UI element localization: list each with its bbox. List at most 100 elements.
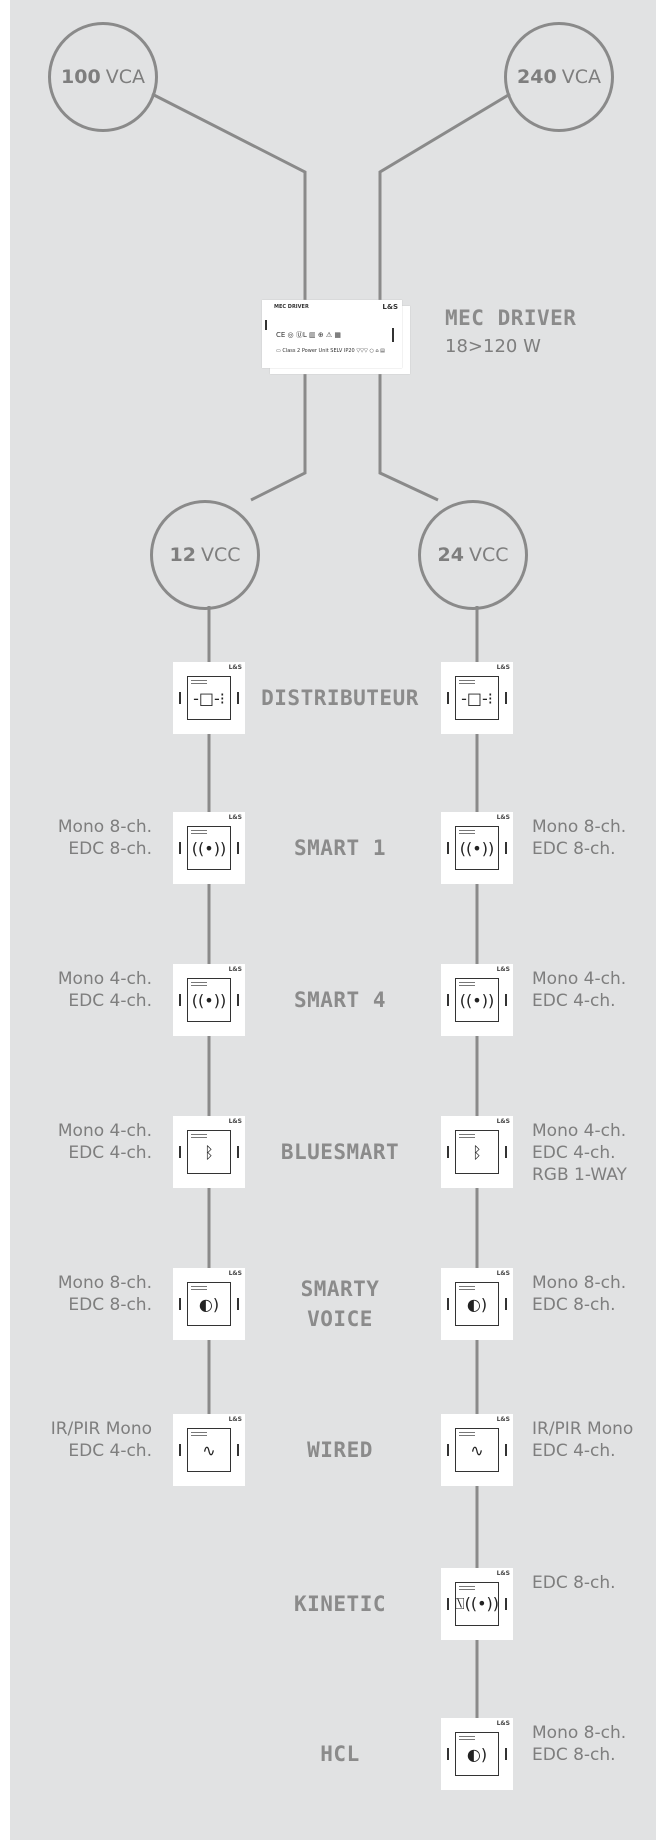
module-brand: L&S	[496, 814, 510, 821]
module-face: ((•))	[455, 978, 499, 1022]
module-desc-line: IR/PIR Mono	[50, 1419, 152, 1439]
module-pin-right	[505, 1444, 507, 1456]
module-face-text	[459, 830, 475, 831]
module-pin-right	[505, 1748, 507, 1760]
distributor-icon: -□-⁝	[461, 688, 493, 708]
input-100vca-unit: VCA	[105, 66, 145, 88]
module-name-line: WIRED	[307, 1438, 373, 1462]
module-name-line: HCL	[320, 1742, 360, 1766]
module-name-3: BLUESMART	[262, 1137, 418, 1167]
module-brand: L&S	[496, 664, 510, 671]
module-desc-right-4: Mono 8-ch.EDC 8-ch.	[532, 1272, 626, 1316]
module-pin-right	[237, 1444, 239, 1456]
module-face: -□-⁝	[187, 676, 231, 720]
module-card-right-7: L&S◐)	[441, 1718, 513, 1790]
module-name-line: VOICE	[307, 1307, 373, 1331]
driver-marks-row2: ▭ Class 2 Power Unit SELV IP20 ▽▽▽ ○ ⌂ ▤	[276, 348, 385, 354]
module-face: ⍂((•))	[455, 1582, 499, 1626]
bluetooth-icon: ᛒ	[204, 1142, 214, 1162]
module-desc-line: Mono 8-ch.	[532, 817, 627, 837]
module-desc-left-3: Mono 4-ch.EDC 4-ch.	[58, 1120, 152, 1164]
wireless-icon: ((•))	[459, 838, 495, 858]
module-card-right-4: L&S ◐)	[441, 1268, 513, 1340]
module-card-left-4: L&S ◐)	[173, 1268, 245, 1340]
module-desc-line: IR/PIR Mono	[532, 1419, 634, 1439]
module-desc-right-2: Mono 4-ch.EDC 4-ch.	[532, 968, 626, 1012]
module-name-6: KINETIC	[262, 1589, 418, 1619]
module-pin-left	[447, 1146, 449, 1158]
module-desc-line: EDC 4-ch.	[532, 991, 616, 1011]
module-pin-left	[447, 1444, 449, 1456]
module-desc-line: EDC 4-ch.	[68, 1143, 152, 1163]
module-desc-right-6: EDC 8-ch.	[532, 1572, 616, 1594]
driver-pin-right	[392, 328, 394, 342]
module-pin-right	[505, 1298, 507, 1310]
module-desc-line: Mono 4-ch.	[532, 969, 627, 989]
module-pin-left	[179, 842, 181, 854]
voice-icon: ◐)	[466, 1744, 488, 1764]
module-pin-right	[237, 994, 239, 1006]
module-face: ((•))	[187, 826, 231, 870]
module-desc-line: Mono 8-ch.	[57, 1273, 152, 1293]
output-12vcc-circle: 12 VCC	[150, 500, 260, 610]
module-card-right-6: L&S ⍂((•))	[441, 1568, 513, 1640]
voice-icon: ◐)	[198, 1294, 220, 1314]
module-face: ◐)	[455, 1732, 499, 1776]
module-desc-line: EDC 4-ch.	[68, 1441, 152, 1461]
module-desc-line: Mono 8-ch.	[532, 1273, 627, 1293]
module-face: ((•))	[187, 978, 231, 1022]
module-pin-right	[505, 692, 507, 704]
module-face-text	[191, 1432, 207, 1433]
module-face-text	[191, 982, 207, 983]
module-pin-right	[237, 692, 239, 704]
wireless-icon: ((•))	[191, 990, 227, 1010]
distributor-icon: -□-⁝	[193, 688, 225, 708]
module-face-text	[191, 1134, 207, 1135]
module-brand: L&S	[228, 1270, 242, 1277]
module-pin-right	[505, 842, 507, 854]
module-brand: L&S	[496, 1570, 510, 1577]
module-desc-line: Mono 8-ch.	[532, 1723, 627, 1743]
module-pin-right	[505, 1146, 507, 1158]
module-card-right-0: L&S -□-⁝	[441, 662, 513, 734]
module-desc-line: EDC 8-ch.	[532, 1295, 616, 1315]
module-pin-right	[237, 1146, 239, 1158]
module-card-right-2: L&S ((•))	[441, 964, 513, 1036]
module-face-text	[459, 982, 475, 983]
module-pin-left	[447, 994, 449, 1006]
module-pin-left	[179, 1444, 181, 1456]
module-name-line: KINETIC	[293, 1592, 386, 1616]
module-name-line: SMARTY	[300, 1277, 380, 1301]
sine-wave-icon: ∿	[202, 1440, 216, 1460]
module-name-0: DISTRIBUTEUR	[255, 683, 425, 713]
module-desc-line: Mono 4-ch.	[57, 1121, 152, 1141]
module-brand: L&S	[496, 1270, 510, 1277]
input-240vca-unit: VCA	[561, 66, 601, 88]
module-face-text	[459, 680, 475, 681]
voice-icon: ◐)	[466, 1294, 488, 1314]
module-name-2: SMART 4	[262, 985, 418, 1015]
module-brand: L&S	[496, 966, 510, 973]
driver-device: MEC DRIVER L&S CE ◎ ⓊL ▥ ⊕ ⚠ ▦ ▭ Class 2…	[262, 300, 412, 374]
module-face: ((•))	[455, 826, 499, 870]
module-pin-right	[237, 842, 239, 854]
module-face: -□-⁝	[455, 676, 499, 720]
wireless-icon: ((•))	[191, 838, 227, 858]
module-card-right-5: L&S∿	[441, 1414, 513, 1486]
module-pin-left	[447, 842, 449, 854]
module-name-7: HCL	[262, 1739, 418, 1769]
wire-100vca-driver	[151, 92, 307, 312]
module-pin-left	[447, 1598, 449, 1610]
module-name-5: WIRED	[262, 1435, 418, 1465]
wire-240vca-driver	[378, 92, 511, 312]
module-card-left-0: L&S-□-⁝	[173, 662, 245, 734]
driver-brand: L&S	[382, 303, 398, 311]
output-24vcc-unit: VCC	[468, 544, 509, 566]
module-face-text	[191, 1286, 207, 1287]
module-pin-left	[179, 692, 181, 704]
module-face-text	[459, 1134, 475, 1135]
output-24vcc-value: 24	[437, 544, 464, 566]
bluetooth-icon: ᛒ	[472, 1142, 482, 1162]
